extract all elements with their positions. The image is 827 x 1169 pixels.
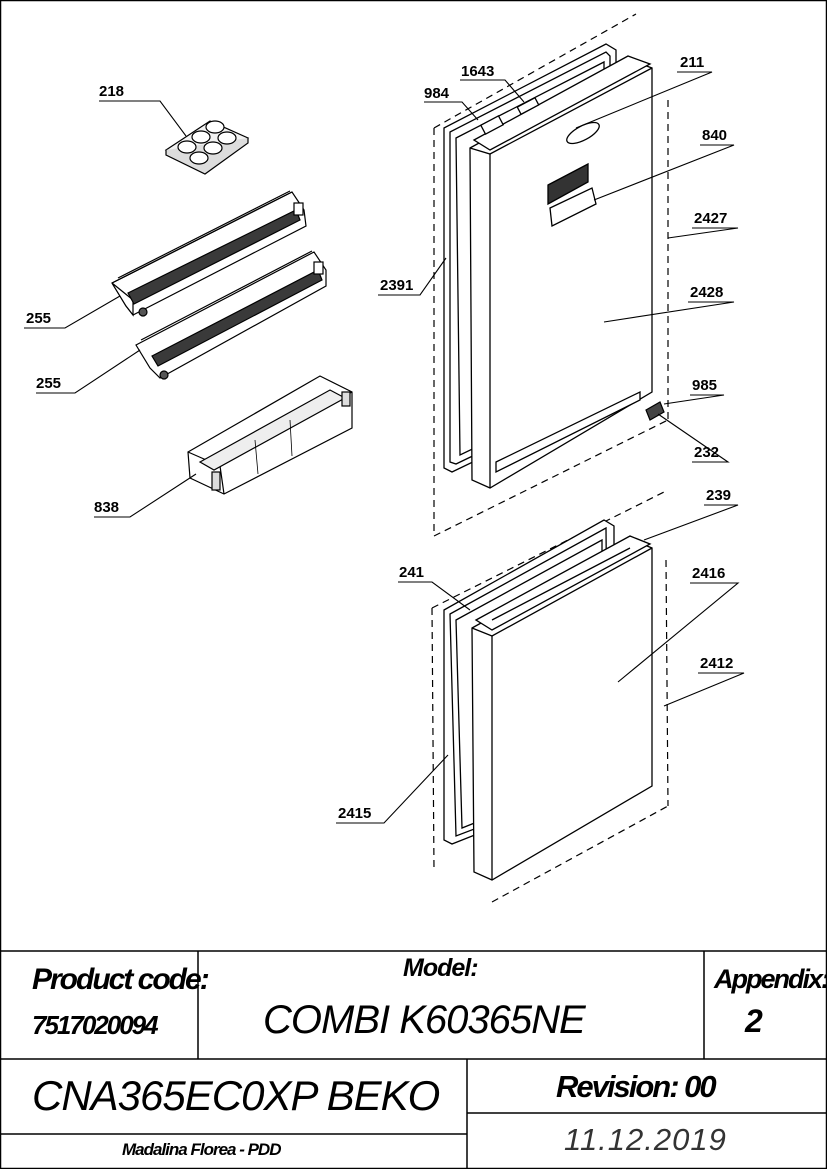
product-code-label: Product code: — [32, 963, 210, 996]
part-label-2427: 2427 — [694, 210, 728, 227]
bottle-shelf-part — [187, 375, 353, 495]
appendix-value: 2 — [745, 1003, 763, 1039]
part-label-255-upper: 255 — [26, 310, 52, 327]
part-label-2412: 2412 — [700, 655, 734, 672]
part-label-2391: 2391 — [380, 277, 414, 294]
door-shelf-upper-part — [111, 190, 307, 317]
upper-door-panel-part — [469, 55, 653, 489]
egg-tray-part — [164, 120, 250, 175]
appendix-label: Appendix: — [714, 964, 827, 994]
hinge-part — [645, 401, 665, 421]
model-value: COMBI K60365NE — [263, 998, 586, 1042]
product-code-value: 7517020094 — [32, 1010, 159, 1040]
lower-door-panel-part — [471, 535, 653, 881]
part-label-838: 838 — [94, 499, 120, 516]
product-name: CNA365EC0XP BEKO — [32, 1072, 440, 1119]
model-label: Model: — [403, 954, 479, 982]
part-label-2428: 2428 — [690, 284, 724, 301]
title-block-grid — [0, 950, 827, 1169]
leader-lines — [24, 71, 745, 824]
part-label-218: 218 — [99, 83, 125, 100]
part-label-239: 239 — [706, 487, 732, 504]
part-label-984: 984 — [424, 85, 450, 102]
part-label-211: 211 — [680, 54, 705, 71]
part-label-2415: 2415 — [338, 805, 372, 822]
part-label-232: 232 — [694, 444, 720, 461]
revision-label: Revision: 00 — [556, 1069, 717, 1104]
author: Madalina Florea - PDD — [122, 1140, 281, 1159]
part-label-2416: 2416 — [692, 565, 726, 582]
door-shelf-lower-part — [135, 250, 327, 380]
date: 11.12.2019 — [564, 1122, 727, 1157]
part-label-985: 985 — [692, 377, 718, 394]
part-label-1643: 1643 — [461, 63, 495, 80]
part-label-255-lower: 255 — [36, 375, 62, 392]
lower-door-dashed-outline — [431, 491, 669, 903]
part-label-840: 840 — [702, 127, 728, 144]
part-label-241: 241 — [399, 564, 425, 581]
